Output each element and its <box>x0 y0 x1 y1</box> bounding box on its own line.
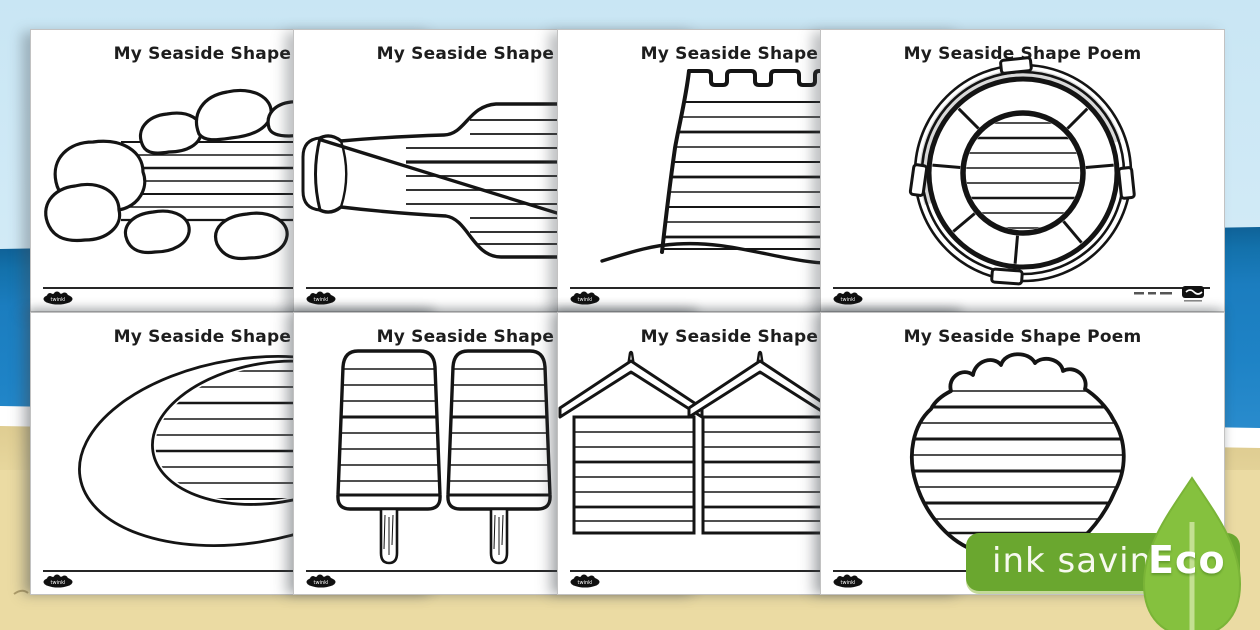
svg-text:twinkl: twinkl <box>578 580 593 586</box>
page-title: My Seaside Shape Poem <box>903 44 1142 64</box>
twinkl-logo: twinkl <box>570 291 600 305</box>
footer-divider <box>306 287 683 289</box>
visit-twinkl-marks <box>1134 286 1204 302</box>
twinkl-logo: twinkl <box>43 574 73 588</box>
footer-divider <box>570 287 947 289</box>
twinkl-logo: twinkl <box>570 574 600 588</box>
svg-text:twinkl: twinkl <box>841 297 856 303</box>
twinkl-logo: twinkl <box>833 291 863 305</box>
svg-text:twinkl: twinkl <box>314 580 329 586</box>
twinkl-logo: twinkl <box>43 291 73 305</box>
worksheet-page-rocks: My Seaside Shape Poem <box>30 29 435 312</box>
page-title: My Seaside Shape Poem <box>640 44 879 64</box>
eco-label: Eco <box>1148 538 1226 582</box>
beach-huts-shape <box>558 350 833 535</box>
svg-text:twinkl: twinkl <box>314 297 329 303</box>
ice-lollies-shape <box>336 349 552 565</box>
eco-leaf-icon <box>1142 476 1242 630</box>
svg-text:twinkl: twinkl <box>841 580 856 586</box>
life-ring-shape <box>908 56 1136 286</box>
page-title: My Seaside Shape Poem <box>376 44 615 64</box>
seashell-shape <box>909 352 1126 572</box>
page-title: My Seaside Shape Poem <box>113 327 352 347</box>
svg-text:twinkl: twinkl <box>578 297 593 303</box>
footer-divider <box>306 570 683 572</box>
footer-divider <box>833 287 1210 289</box>
twinkl-logo: twinkl <box>833 574 863 588</box>
svg-text:twinkl: twinkl <box>51 580 66 586</box>
page-title: My Seaside Shape Poem <box>640 327 879 347</box>
page-title: My Seaside Shape Poem <box>113 44 352 64</box>
ink-saving-label: ink saving <box>992 541 1175 581</box>
twinkl-logo: twinkl <box>306 291 336 305</box>
footer-divider <box>43 287 420 289</box>
svg-text:twinkl: twinkl <box>51 297 66 303</box>
footer-divider <box>570 570 947 572</box>
worksheet-page-life-ring: My Seaside Shape Poem <box>820 29 1225 312</box>
twinkl-logo: twinkl <box>306 574 336 588</box>
page-title: My Seaside Shape Poem <box>376 327 615 347</box>
page-title: My Seaside Shape Poem <box>903 327 1142 347</box>
footer-divider <box>43 570 420 572</box>
